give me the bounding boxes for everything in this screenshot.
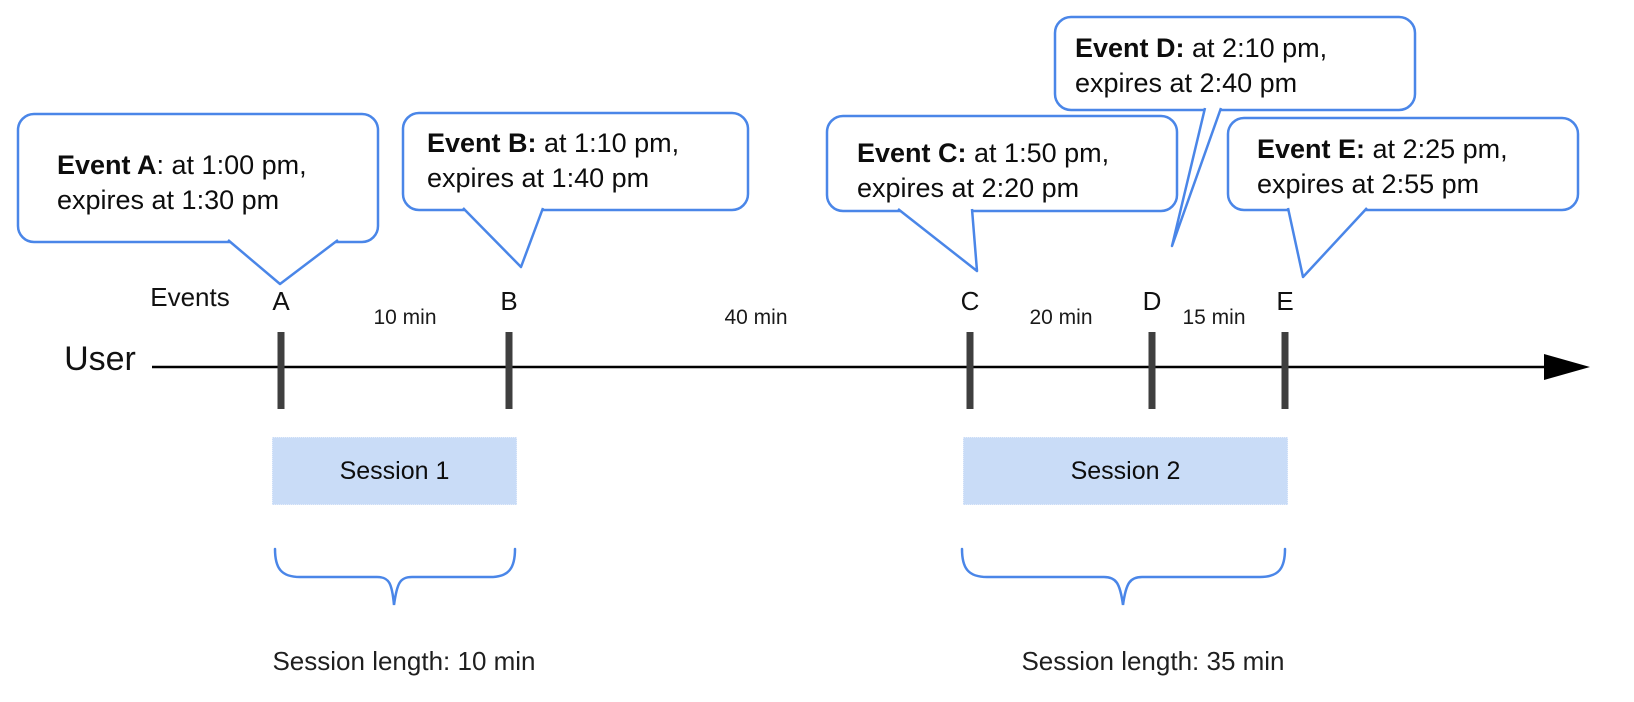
event-e-bubble-outline xyxy=(1226,116,1580,212)
event-c-name: Event C: xyxy=(857,138,967,168)
event-c-time: at 1:50 pm, xyxy=(966,138,1110,168)
event-a-expiry: expires at 1:30 pm xyxy=(57,185,280,215)
event-e-line1: Event E: at 2:25 pm, xyxy=(1257,132,1508,167)
tick-event-d xyxy=(1148,332,1156,409)
session2-brace xyxy=(960,547,1287,606)
session1-box: Session 1 xyxy=(272,437,517,505)
event-b-bubble-tail xyxy=(462,207,545,269)
event-c-bubble-outline xyxy=(825,114,1179,213)
event-e-expiry: expires at 2:55 pm xyxy=(1257,169,1480,199)
session1-length-label: Session length: 10 min xyxy=(272,646,536,676)
tick-event-b xyxy=(505,332,513,409)
event-a-bubble-tail xyxy=(227,239,339,286)
tick-label-a: A xyxy=(272,286,290,316)
interval-label-a-b: 10 min xyxy=(373,306,437,329)
events-row-label: Events xyxy=(150,282,230,312)
event-d-expiry: expires at 2:40 pm xyxy=(1075,68,1298,98)
event-a-line1: Event A: at 1:00 pm, xyxy=(57,148,307,183)
tick-label-c: C xyxy=(960,286,980,316)
event-b-bubble-outline xyxy=(401,111,750,212)
tick-event-c xyxy=(966,332,974,409)
event-c-bubble-text: Event C: at 1:50 pm, expires at 2:20 pm xyxy=(857,136,1109,206)
interval-label-b-c: 40 min xyxy=(724,306,788,329)
event-d-bubble-outline xyxy=(1053,15,1417,112)
tick-label-d: D xyxy=(1142,286,1162,316)
event-d-time: at 2:10 pm, xyxy=(1184,33,1328,63)
event-b-line1: Event B: at 1:10 pm, xyxy=(427,126,679,161)
event-a-time: : at 1:00 pm, xyxy=(156,150,307,180)
interval-label-c-d: 20 min xyxy=(1029,306,1093,329)
event-c-expiry: expires at 2:20 pm xyxy=(857,173,1080,203)
session2-box: Session 2 xyxy=(963,437,1288,505)
event-b-time: at 1:10 pm, xyxy=(536,128,680,158)
event-d-bubble-text: Event D: at 2:10 pm, expires at 2:40 pm xyxy=(1075,31,1327,101)
session2-label: Session 2 xyxy=(1070,456,1181,485)
event-c-line1: Event C: at 1:50 pm, xyxy=(857,136,1109,171)
event-e-bubble-tail xyxy=(1286,207,1368,279)
event-a-bubble-outline xyxy=(16,112,380,244)
session1-label: Session 1 xyxy=(339,456,450,485)
event-d-bubble-tail xyxy=(1170,107,1223,248)
tick-label-b: B xyxy=(500,286,518,316)
interval-label-d-e: 15 min xyxy=(1182,306,1246,329)
tick-event-a xyxy=(277,332,285,409)
event-b-name: Event B: xyxy=(427,128,537,158)
event-a-name: Event A xyxy=(57,150,157,180)
session1-brace xyxy=(273,547,517,606)
event-b-bubble-text: Event B: at 1:10 pm, expires at 1:40 pm xyxy=(427,126,679,196)
tick-event-e xyxy=(1281,332,1289,409)
event-a-bubble-text: Event A: at 1:00 pm, expires at 1:30 pm xyxy=(57,148,307,218)
event-e-name: Event E: xyxy=(1257,134,1366,164)
event-c-bubble-tail xyxy=(897,208,979,273)
event-b-expiry: expires at 1:40 pm xyxy=(427,163,650,193)
event-d-line1: Event D: at 2:10 pm, xyxy=(1075,31,1327,66)
tick-label-e: E xyxy=(1276,286,1294,316)
session2-length-label: Session length: 35 min xyxy=(1021,646,1285,676)
event-d-name: Event D: xyxy=(1075,33,1185,63)
timeline-arrowhead-icon xyxy=(1544,354,1590,380)
user-row-label: User xyxy=(64,340,136,378)
event-e-bubble-text: Event E: at 2:25 pm, expires at 2:55 pm xyxy=(1257,132,1508,202)
event-e-time: at 2:25 pm, xyxy=(1365,134,1508,164)
